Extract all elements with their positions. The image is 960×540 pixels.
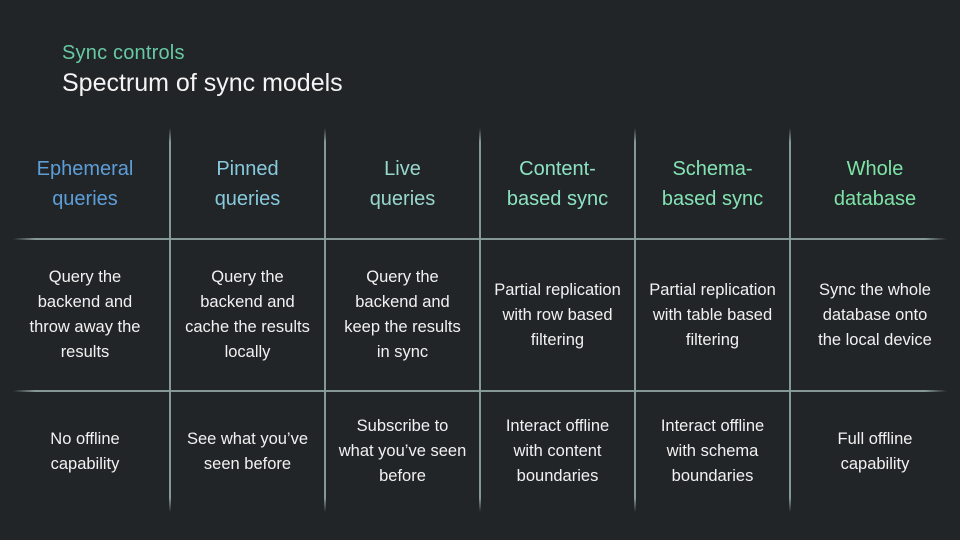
description-cell-whole-database: Sync the whole database onto the local d… xyxy=(818,280,932,349)
slide-kicker: Sync controls xyxy=(62,42,185,64)
column-header-content-based-sync: Content- based sync xyxy=(506,157,609,210)
offline-cell-ephemeral-queries: No offline capability xyxy=(50,429,120,473)
column-divider-1 xyxy=(169,128,171,512)
slide-header: Sync controls Spectrum of sync models xyxy=(62,41,343,98)
description-cell-pinned-queries: Query the backend and cache the results … xyxy=(185,268,310,361)
description-cell-schema-based-sync: Partial replication with table based fil… xyxy=(649,280,776,349)
column-header-pinned-queries: Pinned queries xyxy=(214,157,281,210)
description-cell-live-queries: Query the backend and keep the results i… xyxy=(344,268,461,361)
offline-cell-content-based-sync: Interact offline with content boundaries xyxy=(505,417,610,485)
row-divider-2 xyxy=(13,390,947,392)
row-divider-1 xyxy=(13,238,947,240)
column-divider-2 xyxy=(324,128,326,512)
column-header-schema-based-sync: Schema- based sync xyxy=(661,157,764,210)
column-divider-5 xyxy=(789,128,791,512)
column-header-whole-database: Whole database xyxy=(833,157,917,210)
description-cell-ephemeral-queries: Query the backend and throw away the res… xyxy=(29,268,141,361)
sync-models-table: Ephemeral queries Pinned queries Live qu… xyxy=(0,128,960,512)
offline-cell-schema-based-sync: Interact offline with schema boundaries xyxy=(660,417,765,485)
column-header-ephemeral-queries: Ephemeral queries xyxy=(36,157,134,210)
page-title: Spectrum of sync models xyxy=(62,69,343,97)
column-divider-3 xyxy=(479,128,481,512)
offline-cell-whole-database: Full offline capability xyxy=(837,429,913,473)
description-cell-content-based-sync: Partial replication with row based filte… xyxy=(494,280,621,349)
column-header-live-queries: Live queries xyxy=(369,157,436,210)
column-divider-4 xyxy=(634,128,636,512)
offline-cell-live-queries: Subscribe to what you’ve seen before xyxy=(338,417,467,485)
table-grid: Ephemeral queries Pinned queries Live qu… xyxy=(0,128,960,512)
offline-cell-pinned-queries: See what you’ve seen before xyxy=(186,429,309,473)
